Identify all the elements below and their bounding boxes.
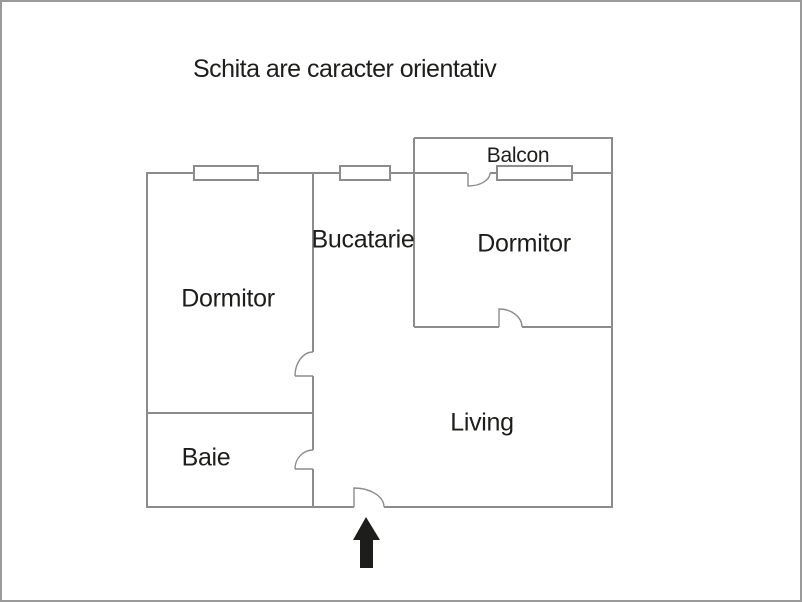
window-bedroom-left-icon (193, 165, 259, 181)
entrance-arrow-icon (353, 517, 380, 568)
room-label-living: Living (450, 408, 514, 437)
door-bedroom-icon (498, 308, 523, 328)
walls (146, 137, 613, 508)
room-label-dormitor-right: Dormitor (477, 229, 571, 258)
window-kitchen-icon (339, 165, 391, 181)
room-label-baie: Baie (181, 443, 231, 472)
door-entrance-icon (353, 487, 385, 508)
disclaimer-title: Schita are caracter orientativ (193, 55, 497, 83)
door-balcony-icon (467, 172, 491, 187)
room-label-bucatarie: Bucatarie (311, 225, 415, 254)
doors (294, 172, 523, 508)
window-bedroom-right-icon (496, 165, 573, 181)
door-bedroom-left-icon (294, 351, 314, 377)
room-label-balcon: Balcon (486, 144, 550, 167)
windows (193, 165, 573, 181)
door-bathroom-icon (294, 449, 314, 470)
room-label-dormitor-left: Dormitor (181, 284, 275, 313)
